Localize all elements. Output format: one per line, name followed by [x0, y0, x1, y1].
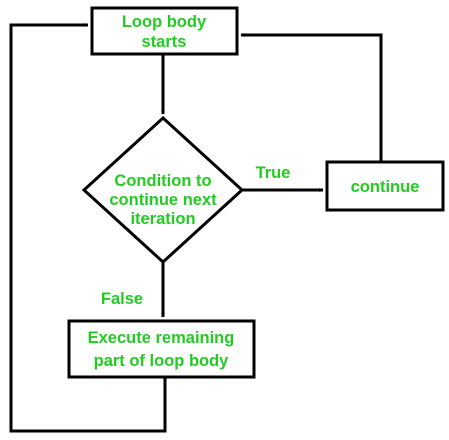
edge-continue-to-start — [240, 33, 383, 162]
false-edge-label: False — [101, 290, 143, 308]
condition-label-line2: continue next — [109, 191, 217, 209]
continue-label: continue — [351, 178, 420, 196]
start-box — [90, 6, 239, 56]
condition-label-line1: Condition to — [114, 172, 211, 190]
edge-execute-to-start — [9, 23, 167, 433]
execute-box — [67, 319, 256, 379]
execute-label-line2: part of loop body — [94, 352, 230, 370]
start-label-line1: Loop body — [122, 13, 207, 31]
condition-label-line3: iteration — [130, 210, 195, 228]
true-edge-label: True — [256, 164, 291, 182]
start-label-line2: starts — [142, 33, 187, 51]
continue-box — [325, 160, 445, 212]
condition-diamond — [81, 115, 245, 265]
execute-label-line1: Execute remaining — [88, 329, 235, 347]
